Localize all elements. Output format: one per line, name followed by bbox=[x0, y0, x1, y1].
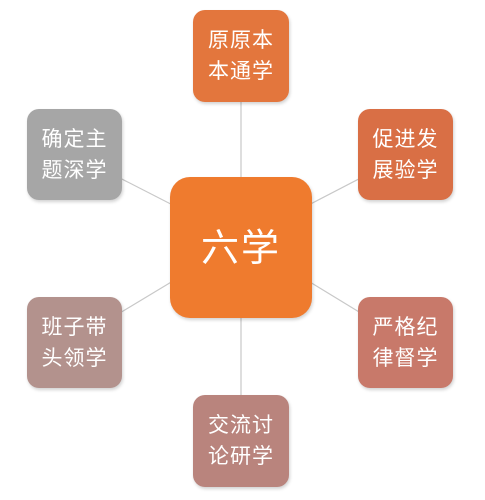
node-top-right-line-2: 展验学 bbox=[372, 157, 439, 182]
center-node: 六学 bbox=[170, 177, 312, 318]
node-top-line-1: 原原本 bbox=[208, 28, 274, 52]
node-bottom-left-line-1: 班子带 bbox=[41, 314, 108, 339]
center-node-label: 六学 bbox=[200, 225, 281, 270]
node-bottom-right-line-1: 严格纪 bbox=[372, 314, 439, 339]
node-top-line-2: 本通学 bbox=[208, 59, 274, 83]
node-top-left-line-2: 题深学 bbox=[41, 157, 108, 182]
node-bottom-right: 严格纪 律督学 bbox=[358, 297, 453, 388]
node-top-left: 确定主 题深学 bbox=[27, 109, 122, 200]
node-bottom-left: 班子带 头领学 bbox=[27, 297, 122, 388]
node-top: 原原本 本通学 bbox=[193, 10, 289, 102]
node-bottom-line-1: 交流讨 bbox=[208, 413, 274, 437]
node-bottom-right-line-2: 律督学 bbox=[372, 345, 439, 370]
node-bottom-left-line-2: 头领学 bbox=[41, 345, 108, 370]
node-top-right: 促进发 展验学 bbox=[358, 109, 453, 200]
node-bottom-line-2: 论研学 bbox=[208, 444, 274, 468]
node-top-right-line-1: 促进发 bbox=[372, 126, 439, 151]
node-bottom: 交流讨 论研学 bbox=[193, 395, 289, 487]
node-top-left-line-1: 确定主 bbox=[41, 126, 108, 151]
